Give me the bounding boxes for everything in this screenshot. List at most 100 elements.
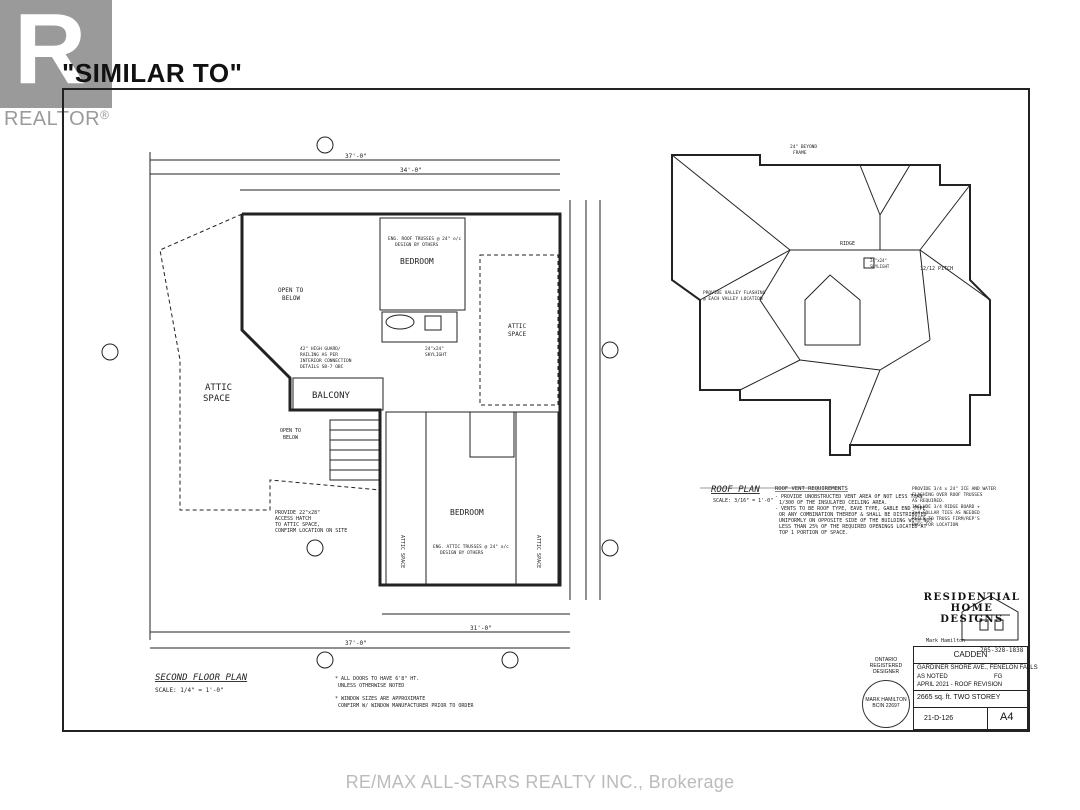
bedroom-bottom-label: BEDROOM xyxy=(450,508,484,517)
closet xyxy=(469,411,515,458)
vent-title: ROOF VENT REQUIREMENTS xyxy=(775,486,848,492)
company-designer: Mark Hamilton xyxy=(926,638,965,644)
tb-bottom-row xyxy=(914,707,1027,730)
ontario-stamp: ONTARIO REGISTERED DESIGNER MARK HAMILTO… xyxy=(862,657,910,728)
grid-bubble-b-right xyxy=(601,341,619,359)
drawing-caption: "SIMILAR TO" xyxy=(62,58,243,88)
realtor-wordmark: REALTOR xyxy=(4,108,101,130)
dim-34-top: 34'-0" xyxy=(400,167,422,174)
stairs xyxy=(329,419,381,481)
note-guard-4: DETAILS SB-7 OBC xyxy=(300,364,344,370)
note-access-3: TO ATTIC SPACE, xyxy=(275,522,320,528)
realtor-logo: R REALTOR® xyxy=(0,0,122,132)
vent-text-3: - VENTS TO BE ROOF TYPE, EAVE TYPE, GABL… xyxy=(775,506,926,512)
realtor-logo-word: REALTOR® xyxy=(4,108,109,131)
note-truss-bottom-1: ENG. ATTIC TRUSSES @ 24" o/c xyxy=(433,544,509,550)
ridge-note-5: 2x4 COLLAR TIES AS NEEDED xyxy=(912,510,980,516)
valley-note-2: @ EACH VALLEY LOCATION xyxy=(703,296,763,302)
attic-side-left-label: ATTIC SPACE xyxy=(399,535,405,568)
tb-sheet: A4 xyxy=(1000,711,1014,723)
tb-project: CADDEN xyxy=(914,647,1027,664)
vent-text-5: UNIFORMLY ON OPPOSITE SIDE OF THE BUILDI… xyxy=(779,518,933,524)
company-logo: RESIDENTIAL HOME DESIGNS xyxy=(922,592,1022,625)
tb-job: 21-D-126 xyxy=(924,715,954,722)
grid-bubble-b-left xyxy=(101,343,119,361)
roof-plan-scale: SCALE: 3/16" = 1'-0" xyxy=(713,498,773,504)
bedroom-top-label: BEDROOM xyxy=(400,257,434,266)
drawing-sheet xyxy=(62,88,1030,732)
note-access-1: PROVIDE 22"x28" xyxy=(275,510,320,516)
note-doors-1: * ALL DOORS TO HAVE 6'8" HT. xyxy=(335,676,419,682)
dim-31-bottom: 31'-0" xyxy=(470,625,492,632)
note-skylight-2: SKYLIGHT xyxy=(425,352,447,358)
beyond-note-2: FRAME xyxy=(793,150,807,156)
attic-side-right xyxy=(515,411,559,585)
company-phone: 705-328-1838 xyxy=(980,647,1024,654)
brokerage-watermark: RE/MAX ALL-STARS REALTY INC., Brokerage xyxy=(345,772,735,792)
roof-plan-lines xyxy=(671,154,991,456)
bedroom-top-walls xyxy=(379,217,466,311)
bathroom-walls xyxy=(381,311,458,343)
roof-skylight-1: 24"x24" xyxy=(870,258,887,263)
note-skylight-1: 24"x24" xyxy=(425,346,444,352)
ridge-note-4: INCLUDE 3/4 RIDGE BOARD + xyxy=(912,504,980,510)
realtor-logo-box xyxy=(0,0,112,108)
note-access-2: ACCESS HATCH xyxy=(275,516,311,522)
ridge-note-7: DWGS FOR LOCATION xyxy=(912,522,958,528)
attic-right-2: SPACE xyxy=(508,331,526,338)
note-guard-3: INTERIOR CONNECTION xyxy=(300,358,352,364)
roof-plan-title: ROOF PLAN xyxy=(711,485,760,495)
tb-scale: AS NOTED xyxy=(917,674,948,680)
note-windows-2: CONFIRM W/ WINDOW MANUFACTURER PRIOR TO … xyxy=(338,703,474,709)
note-truss-top-2: DESIGN BY OTHERS xyxy=(395,242,439,248)
company-line2: HOME DESIGNS xyxy=(940,603,1004,625)
tub xyxy=(385,314,415,330)
ridge-note-2: FLASHING OVER ROOF TRUSSES xyxy=(912,492,983,498)
note-truss-top-1: ENG. ROOF TRUSSES @ 24" o/c xyxy=(388,236,461,242)
roof-skylight-2: SKYLIGHT xyxy=(870,264,890,269)
vent-text-4: OR ANY COMBINATION THEREOF & SHALL BE DI… xyxy=(779,512,927,518)
attic-space-line1: ATTIC xyxy=(205,383,232,393)
ridge-note-6: REFER TO TRUSS FIRM/REP'S xyxy=(912,516,980,522)
company-line1: RESIDENTIAL xyxy=(923,592,1021,603)
dim-37-bottom: 37'-0" xyxy=(345,640,367,647)
note-guard-2: RAILING AS PER xyxy=(300,352,338,358)
second-floor-plan-title: SECOND FLOOR PLAN xyxy=(155,673,248,683)
vent-text-2: 1/300 OF THE INSULATED CEILING AREA. xyxy=(779,500,887,506)
attic-right-outline xyxy=(479,254,559,406)
shower xyxy=(424,315,442,331)
open-to-below-bottom-2: BELOW xyxy=(283,435,299,441)
ridge-note-1: PROVIDE 3/4 x 24" ICE AND WATER xyxy=(912,486,996,492)
open-to-below-top-1: OPEN TO xyxy=(278,287,304,294)
grid-bubble-c-left xyxy=(306,539,324,557)
house-logo xyxy=(961,595,1019,641)
valley-note-1: PROVIDE VALLEY FLASHING xyxy=(703,290,766,296)
realtor-logo-letter: R xyxy=(14,0,87,105)
vent-text-6: LESS THAN 25% OF THE REQUIRED OPENINGS L… xyxy=(779,524,927,530)
note-access-4: CONFIRM LOCATION ON SITE xyxy=(275,528,347,534)
tb-divider xyxy=(987,707,988,729)
beyond-note-1: 24" BEYOND xyxy=(790,144,817,150)
grid-bubble-a-bottom xyxy=(316,651,334,669)
attic-side-left xyxy=(385,411,427,585)
vent-text-7: TOP 1 PORTION OF SPACE. xyxy=(779,530,848,536)
ridge-label: RIDGE xyxy=(840,241,855,247)
attic-outline xyxy=(159,213,381,511)
attic-right-1: ATTIC xyxy=(508,323,526,330)
tb-address: GARDINER SHORE AVE., FENELON FALLS xyxy=(917,665,1038,671)
grid-bubble-d-bottom xyxy=(501,651,519,669)
dim-37-top: 37'-0" xyxy=(345,153,367,160)
attic-side-right-label: ATTIC SPACE xyxy=(535,535,541,568)
note-doors-2: UNLESS OTHERWISE NOTED xyxy=(338,683,404,689)
ridge-note-3: AS REQUIRED. xyxy=(912,498,945,504)
tb-date: APRIL 2021 - ROOF REVISION xyxy=(917,682,1003,688)
balcony-label: BALCONY xyxy=(312,391,351,401)
second-floor-plan-scale: SCALE: 1/4" = 1'-0" xyxy=(155,687,224,694)
registered-mark: ® xyxy=(100,108,110,122)
open-to-below-bottom-1: OPEN TO xyxy=(280,428,301,434)
vent-text-1: - PROVIDE UNOBSTRUCTED VENT AREA OF NOT … xyxy=(775,494,923,500)
balcony-walls xyxy=(292,377,384,411)
ontario-label: ONTARIO REGISTERED DESIGNER xyxy=(869,657,903,675)
